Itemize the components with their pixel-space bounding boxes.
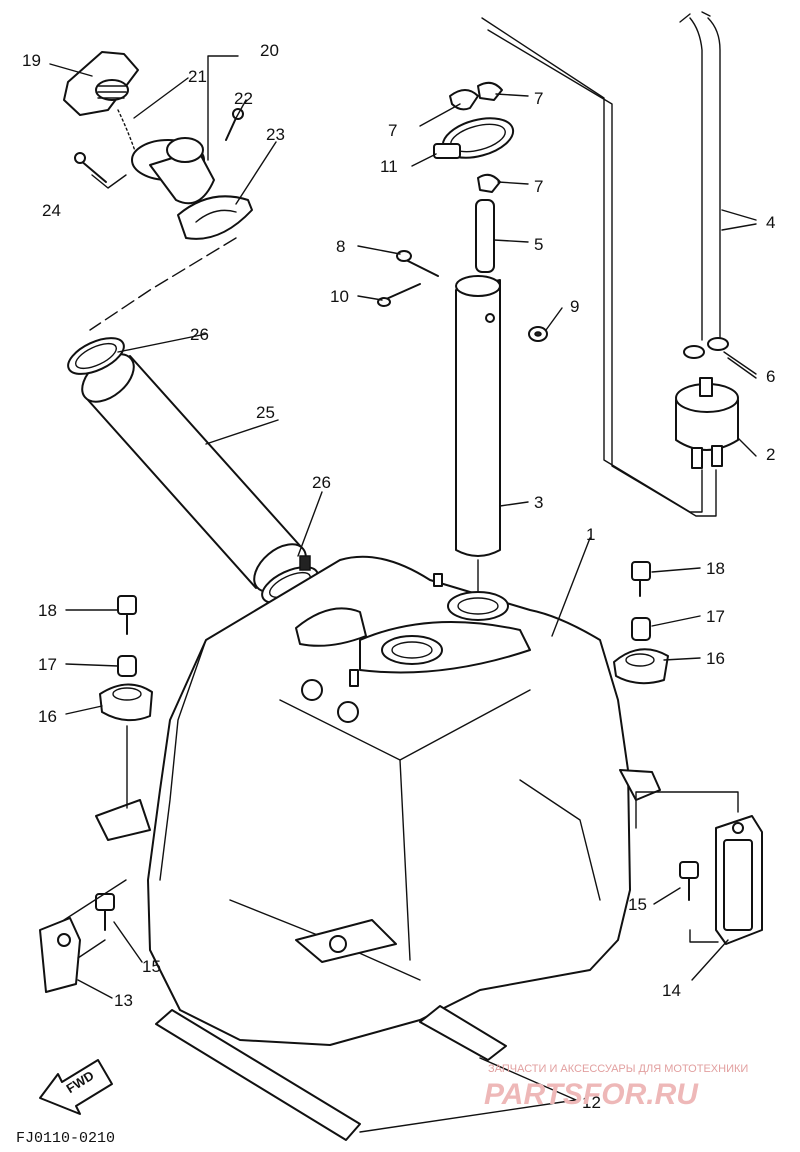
- callout-15-left: 15: [142, 957, 161, 976]
- large-hose-clamp-part: [433, 117, 515, 159]
- bolt-8-part: [396, 250, 439, 277]
- washer-9-part: [528, 326, 548, 342]
- watermark-tagline: ЗАПЧАСТИ И АКСЕССУАРЫ ДЛЯ МОТОТЕХНИКИ: [488, 1063, 748, 1075]
- callout-17-right: 17: [706, 607, 725, 626]
- small-screw-part: [225, 108, 244, 141]
- callout-12: 12: [582, 1093, 601, 1112]
- bolt-10-part: [377, 283, 421, 307]
- callout-15-right: 15: [628, 895, 647, 914]
- callout-20: 20: [260, 41, 279, 60]
- filler-neck-part: [131, 137, 215, 205]
- centerline-cap: [89, 237, 237, 331]
- diagram-code: FJ0110-0210: [16, 1130, 115, 1147]
- callout-11: 11: [380, 157, 398, 176]
- fuel-pipe-part: [475, 199, 495, 273]
- mount-right-parts: [613, 561, 669, 685]
- callout-1: 1: [586, 525, 595, 544]
- callout-18-right: 18: [706, 559, 725, 578]
- callout-16-left: 16: [38, 707, 57, 726]
- fuel-strainer-tube-part: [455, 275, 501, 557]
- callout-24: 24: [42, 201, 61, 220]
- callout-7-lower: 7: [534, 177, 543, 196]
- forward-arrow-icon: FWD: [39, 1059, 113, 1115]
- callout-10: 10: [330, 287, 349, 306]
- callout-5: 5: [534, 235, 543, 254]
- callout-4: 4: [766, 213, 775, 232]
- callout-18-left: 18: [38, 601, 57, 620]
- callout-8: 8: [336, 237, 345, 256]
- callout-7-top-left: 7: [388, 121, 397, 140]
- cap-screw-part: [74, 152, 107, 183]
- line-clamps-part: [683, 337, 729, 359]
- routing-line-outer: [481, 17, 703, 513]
- callout-14: 14: [662, 981, 681, 1000]
- hose-clip-parts: [449, 81, 503, 193]
- leader-left-bracket: [63, 879, 127, 959]
- callout-22: 22: [234, 89, 253, 108]
- bracket-right-part: [715, 815, 763, 945]
- callout-3: 3: [534, 493, 543, 512]
- callout-16-right: 16: [706, 649, 725, 668]
- callout-6: 6: [766, 367, 775, 386]
- mount-left-parts: [99, 595, 153, 809]
- tank-pads-part: [155, 1005, 507, 1141]
- leader-right-bracket: [635, 791, 739, 943]
- callout-23: 23: [266, 125, 285, 144]
- fuel-lines-part: [679, 11, 721, 341]
- callout-17-left: 17: [38, 655, 57, 674]
- hose-clamp-lower-part: [261, 555, 319, 604]
- callout-13: 13: [114, 991, 133, 1010]
- callout-21: 21: [188, 67, 207, 86]
- bolt-15-left-part: [95, 893, 115, 931]
- callout-26-lower: 26: [312, 473, 331, 492]
- callout-labels: 19 20 21 22 23 24 26 25 26 8 10 7 7 11 7…: [22, 41, 775, 1112]
- callout-19: 19: [22, 51, 41, 70]
- hose-clamp-upper-part: [67, 337, 125, 375]
- fuel-filter-part: [675, 377, 739, 469]
- callout-9: 9: [570, 297, 579, 316]
- leader-lines: [49, 55, 757, 1133]
- callout-25: 25: [256, 403, 275, 422]
- callout-7-top-right: 7: [534, 89, 543, 108]
- neck-gasket-part: [177, 195, 253, 240]
- callout-26-upper: 26: [190, 325, 209, 344]
- fuel-tank-part: [95, 555, 661, 1046]
- bolt-15-right-part: [679, 861, 699, 901]
- bracket-left-part: [39, 917, 81, 993]
- fuel-cap-part: [63, 51, 139, 116]
- watermark-brand: PARTSFOR.RU: [484, 1078, 699, 1111]
- leader-24: [91, 174, 127, 189]
- routing-line-inner: [487, 29, 717, 517]
- callout-2: 2: [766, 445, 775, 464]
- filler-hose-part: [81, 353, 307, 593]
